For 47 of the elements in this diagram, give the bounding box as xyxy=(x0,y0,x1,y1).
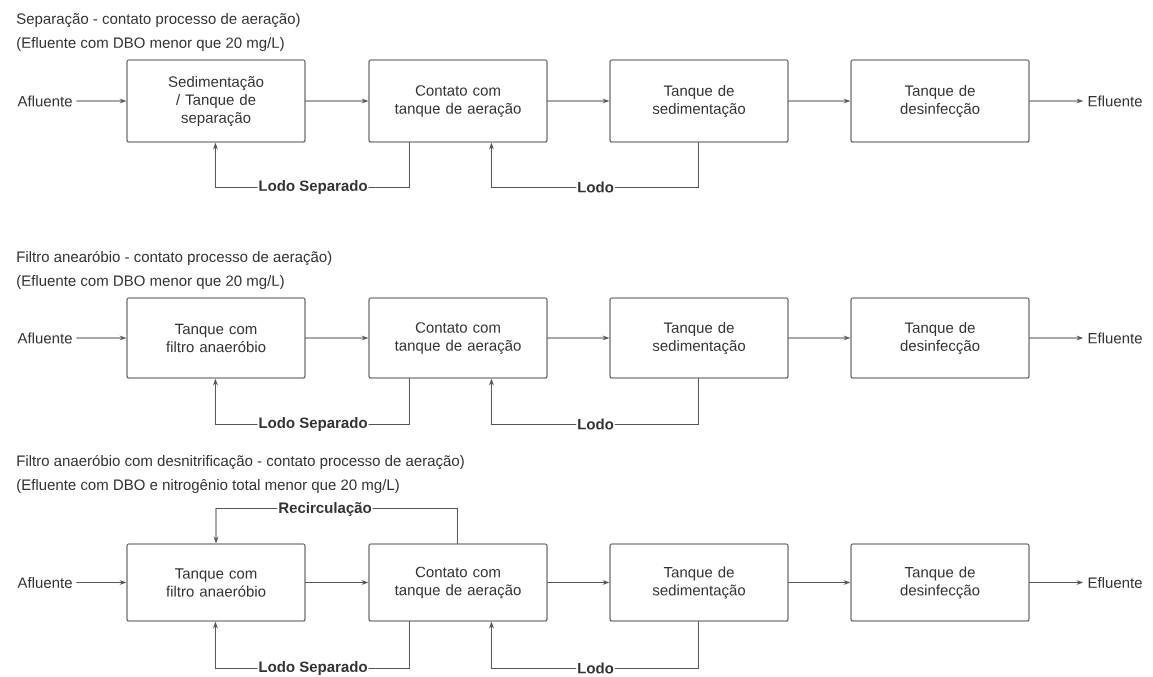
heading-text: Filtro anearóbio - contato processo de aeração) xyxy=(17,250,332,266)
process-box: Tanque de desinfecção xyxy=(850,297,1030,379)
process-box: Contato com tanque de aeração xyxy=(368,297,548,379)
heading-text: Filtro anaeróbio com desnitrificação - contato processo de aeração) xyxy=(17,454,464,470)
edge-label: Recirculação xyxy=(277,501,373,517)
process-box: Contato com tanque de aeração xyxy=(368,59,548,143)
arrow xyxy=(788,580,850,585)
arrow xyxy=(1029,99,1083,103)
flow-text: Afluente xyxy=(17,577,72,588)
edge-label: Lodo Separado xyxy=(257,416,369,432)
flow-text: Efluente xyxy=(1088,95,1142,107)
process-box: Tanque com filtro anaeróbio xyxy=(126,297,306,379)
arrow xyxy=(76,336,126,340)
process-box: Tanque de sedimentação xyxy=(609,297,789,379)
arrow xyxy=(788,336,850,340)
process-box: Tanque de sedimentação xyxy=(609,543,789,622)
flow-text: Efluente xyxy=(1088,332,1142,344)
heading-text: (Efluente com DBO e nitrogênio total menor que 20 mg/L) xyxy=(17,479,399,493)
arrow xyxy=(489,378,699,426)
arrow xyxy=(1029,336,1083,340)
edge-label: Lodo Separado xyxy=(257,179,369,195)
process-box: Contato com tanque de aeração xyxy=(368,543,548,622)
edge-label: Lodo xyxy=(576,180,615,194)
process-box: Tanque de sedimentação xyxy=(609,59,789,143)
arrow xyxy=(547,580,609,585)
arrow xyxy=(305,336,368,340)
arrow xyxy=(305,580,368,585)
process-box: Tanque de desinfecção xyxy=(850,543,1030,622)
process-box: Tanque com filtro anaeróbio xyxy=(126,543,306,622)
arrow xyxy=(305,99,368,103)
edge-label: Lodo xyxy=(576,417,615,431)
arrow xyxy=(489,621,699,670)
arrow xyxy=(788,99,850,103)
flow-text: Afluente xyxy=(17,95,72,107)
arrow xyxy=(76,99,126,103)
flow-text: Afluente xyxy=(17,332,72,344)
edge-label: Lodo xyxy=(576,661,615,675)
process-box: Tanque de desinfecção xyxy=(850,59,1030,143)
arrow xyxy=(76,580,126,585)
arrow xyxy=(547,99,609,103)
arrow xyxy=(547,336,609,340)
heading-text: Separação - contato processo de aeração) xyxy=(16,12,300,27)
arrow xyxy=(489,142,699,189)
edge-label: Lodo Separado xyxy=(257,660,369,676)
arrow xyxy=(1029,580,1083,585)
flow-text: Efluente xyxy=(1088,577,1142,588)
process-box: Sedimentação / Tanque de separação xyxy=(126,59,306,143)
